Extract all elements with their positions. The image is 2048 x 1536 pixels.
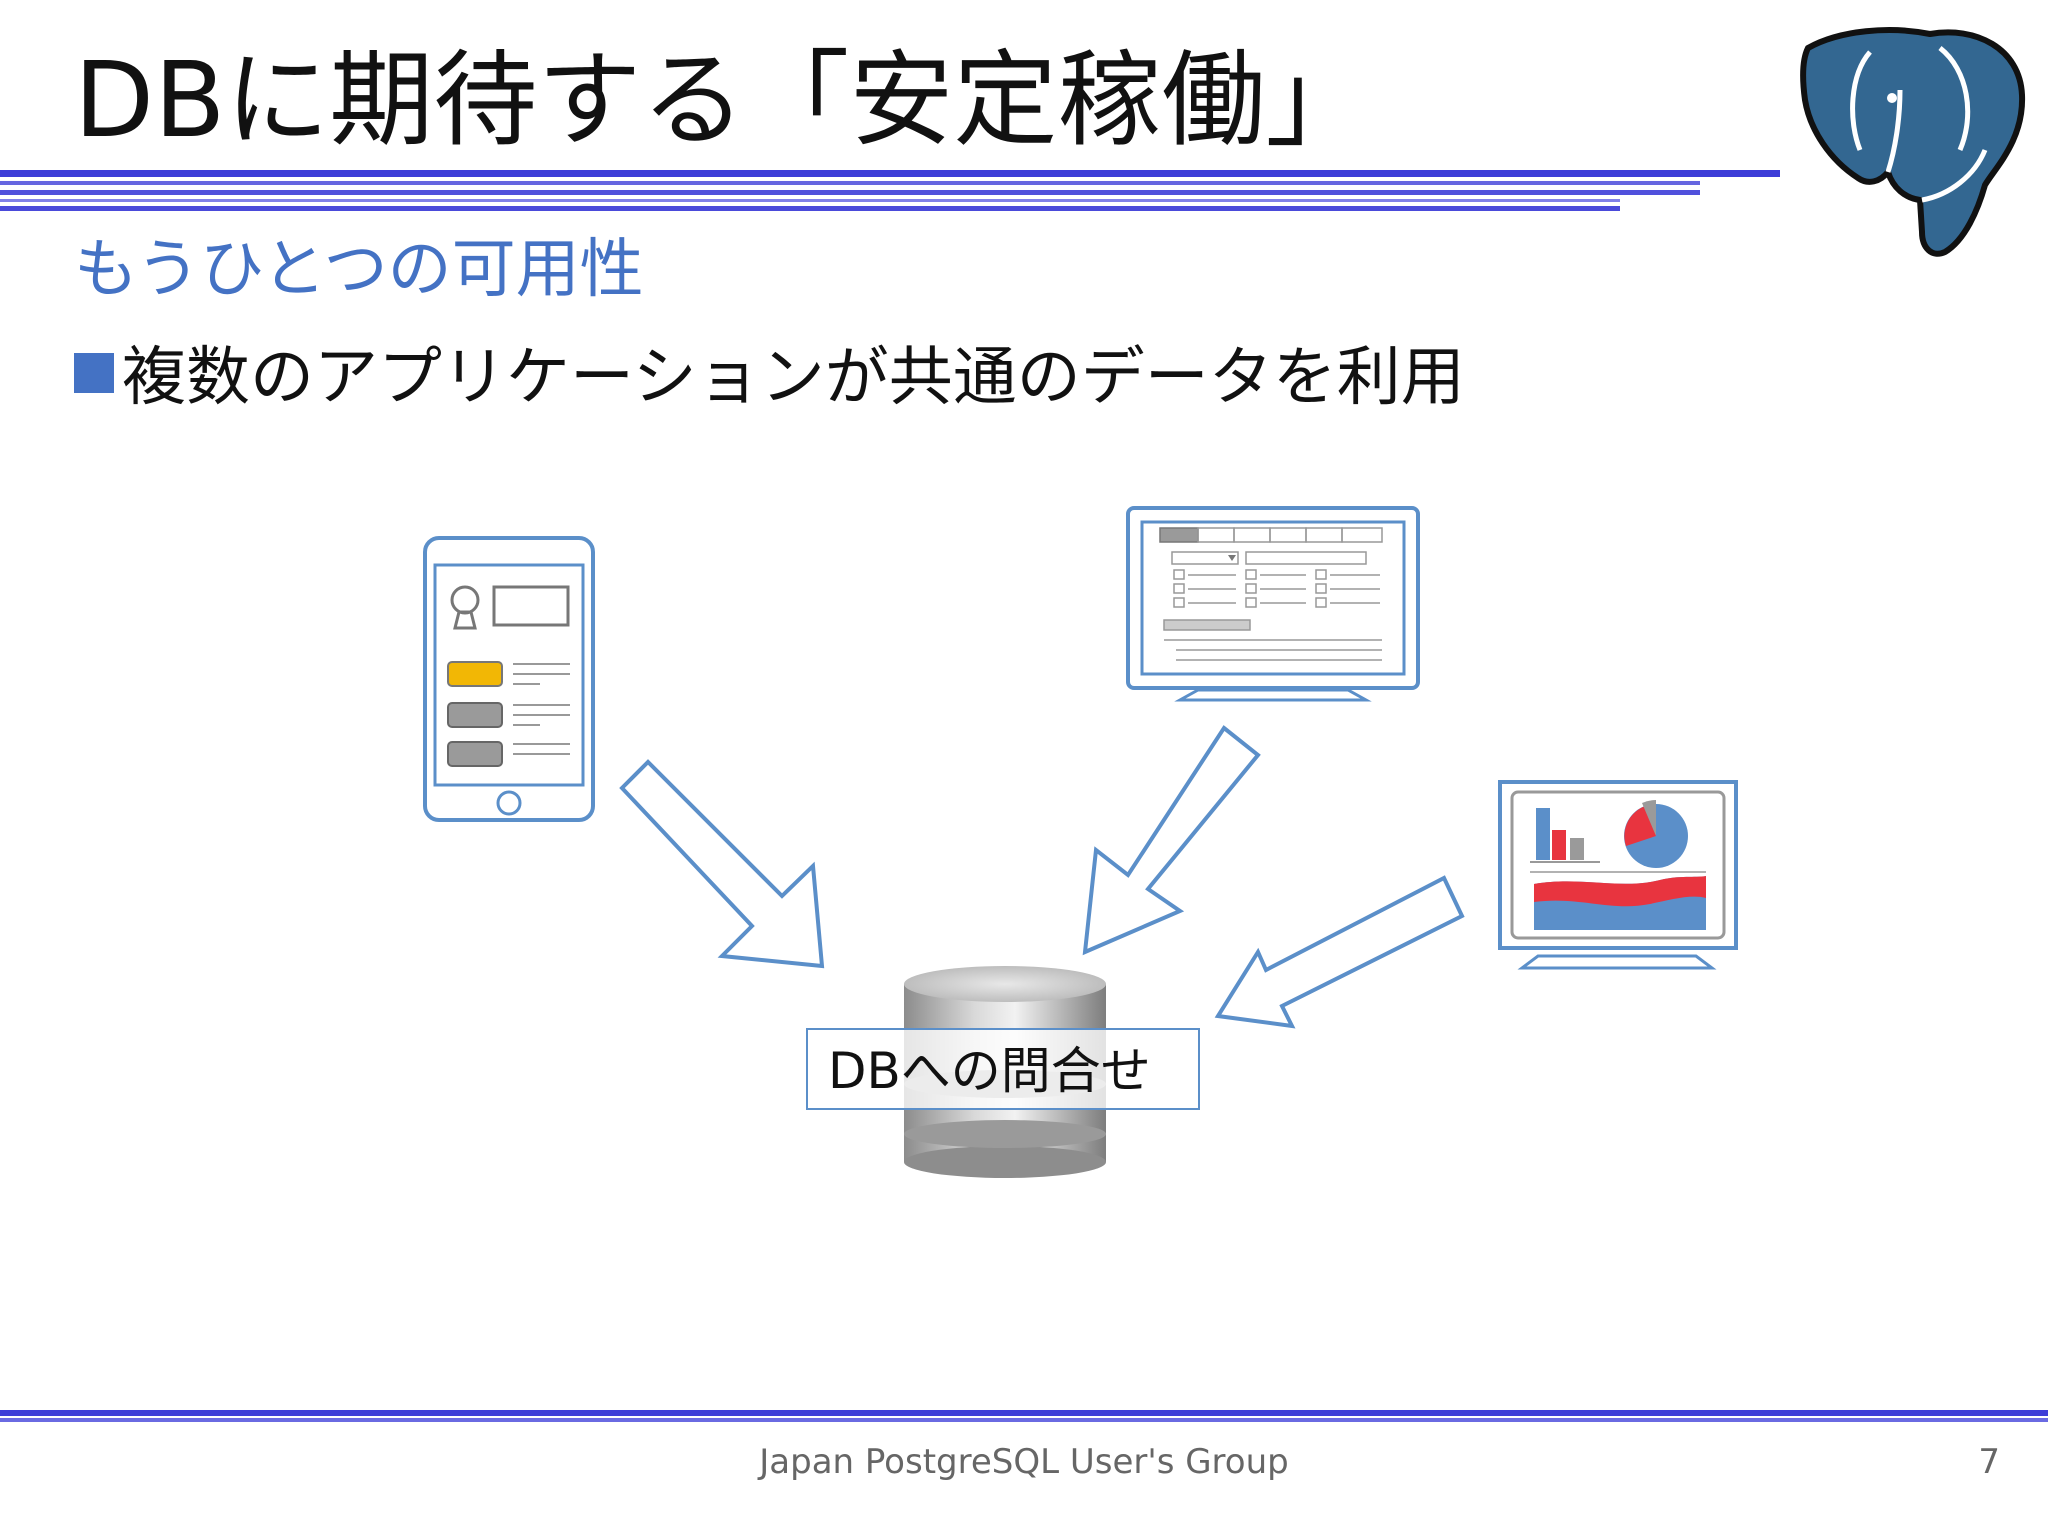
smartphone-icon bbox=[423, 536, 595, 822]
monitor-form-icon bbox=[1126, 506, 1420, 702]
bullet-square-icon bbox=[74, 353, 114, 393]
footer-org: Japan PostgreSQL User's Group bbox=[759, 1442, 1289, 1482]
monitor-dashboard-icon bbox=[1498, 780, 1738, 970]
arrow-from-form-monitor bbox=[1082, 725, 1261, 956]
arrow-from-dashboard-monitor bbox=[1214, 875, 1465, 1029]
header-divider bbox=[0, 170, 1780, 211]
arrow-from-smartphone bbox=[619, 759, 825, 969]
footer-divider bbox=[0, 1410, 2048, 1422]
postgresql-elephant-logo bbox=[1800, 27, 2026, 257]
bullet-item: 複数のアプリケーションが共通のデータを利用 bbox=[74, 340, 1465, 417]
bullet-text: 複数のアプリケーションが共通のデータを利用 bbox=[122, 341, 1465, 415]
slide-subtitle: もうひとつの可用性 bbox=[74, 233, 644, 307]
db-query-label: DBへの問合せ bbox=[806, 1028, 1200, 1110]
arrow-icon bbox=[619, 725, 1465, 1029]
page-number: 7 bbox=[1978, 1442, 2000, 1482]
slide-title: DBに期待する「安定稼働」 bbox=[74, 39, 1370, 161]
